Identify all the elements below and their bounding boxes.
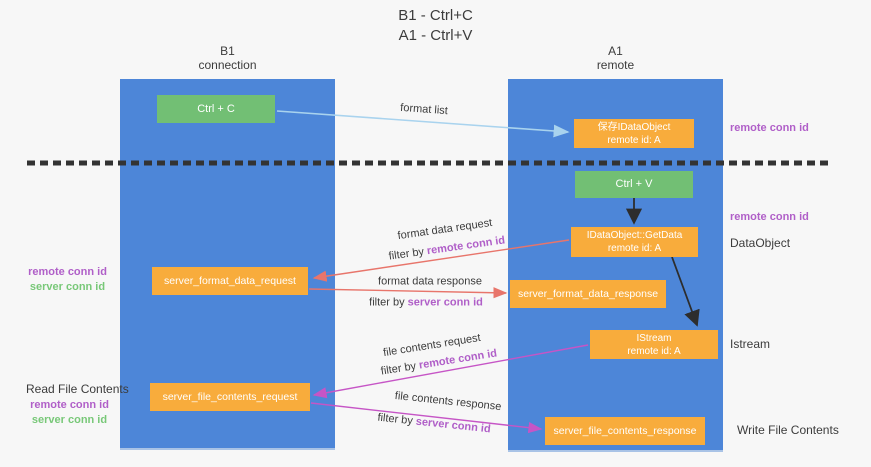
diagram-title: B1 - Ctrl+C A1 - Ctrl+V	[0, 6, 871, 46]
left-conn-id-pair-file: remote conn id server conn id	[22, 398, 117, 428]
filter-by-prefix-3: filter by	[380, 359, 420, 378]
lane-a1-role: remote	[596, 58, 635, 72]
store-dataobject-line1: 保存IDataObject	[597, 121, 671, 133]
left-conn-id-pair-format: remote conn id server conn id	[20, 265, 115, 295]
right-label-remote-conn-id-mid: remote conn id	[730, 211, 809, 223]
getdata-line1: IDataObject::GetData	[586, 230, 683, 241]
node-server-file-contents-response: server_file_contents_response	[545, 417, 705, 445]
ctrl-c-label: Ctrl + C	[197, 102, 235, 115]
right-label-remote-conn-id-top: remote conn id	[730, 122, 809, 134]
node-server-format-data-response: server_format_data_response	[510, 280, 666, 308]
node-store-dataobject: 保存IDataObject remote id: A	[574, 119, 694, 148]
store-dataobject-line2: remote id: A	[607, 134, 661, 146]
format-data-response-arrow	[308, 287, 508, 299]
lane-header-b1: B1 connection	[120, 44, 335, 72]
left-label-read-file-contents: Read File Contents	[26, 382, 129, 396]
node-istream: IStream remote id: A	[590, 330, 718, 359]
server-file-contents-request-label: server_file_contents_request	[162, 390, 298, 403]
label-filter-by-server-1: filter by server conn id	[369, 297, 483, 310]
node-server-format-data-request: server_format_data_request	[152, 267, 308, 295]
filter-by-prefix-2: filter by	[369, 296, 408, 309]
istream-line2: remote id: A	[627, 345, 681, 357]
lane-a1-name: A1	[608, 44, 623, 58]
server-format-data-response-label: server_format_data_response	[517, 287, 659, 300]
left-server-conn-id-2: server conn id	[31, 414, 108, 426]
label-format-data-response: format data response	[378, 275, 482, 288]
right-label-istream: Istream	[730, 337, 771, 351]
filter-by-prefix-4: filter by	[376, 411, 417, 428]
label-format-list: format list	[399, 101, 449, 118]
label-file-contents-response: file contents response	[394, 389, 502, 414]
filter-by-value-4: server conn id	[415, 415, 492, 436]
node-idataobject-getdata: IDataObject::GetData remote id: A	[571, 227, 698, 257]
title-line-2: A1 - Ctrl+V	[398, 27, 473, 44]
server-format-data-request-label: server_format_data_request	[164, 274, 296, 287]
node-server-file-contents-request: server_file_contents_request	[150, 383, 310, 411]
left-remote-conn-id-1: remote conn id	[28, 266, 107, 278]
node-ctrl-v: Ctrl + V	[575, 171, 693, 198]
istream-line1: IStream	[636, 332, 672, 344]
filter-by-value-1: remote conn id	[426, 234, 506, 258]
server-file-contents-response-label: server_file_contents_response	[553, 424, 697, 437]
filter-by-value-2: server conn id	[407, 296, 483, 309]
getdata-line2: remote id: A	[607, 243, 662, 254]
label-filter-by-server-2: filter by server conn id	[377, 412, 491, 437]
ctrl-v-label: Ctrl + V	[615, 178, 653, 190]
left-server-conn-id-1: server conn id	[29, 281, 106, 293]
filter-by-prefix-1: filter by	[387, 245, 428, 263]
right-label-dataobject: DataObject	[730, 236, 791, 250]
lane-header-a1: A1 remote	[508, 44, 723, 72]
title-line-1: B1 - Ctrl+C	[398, 7, 473, 24]
lane-b1-name: B1	[220, 44, 235, 58]
lane-b1-role: connection	[198, 58, 257, 72]
left-remote-conn-id-2: remote conn id	[30, 399, 109, 411]
right-label-write-file-contents: Write File Contents	[737, 423, 839, 437]
node-ctrl-c: Ctrl + C	[157, 95, 275, 123]
